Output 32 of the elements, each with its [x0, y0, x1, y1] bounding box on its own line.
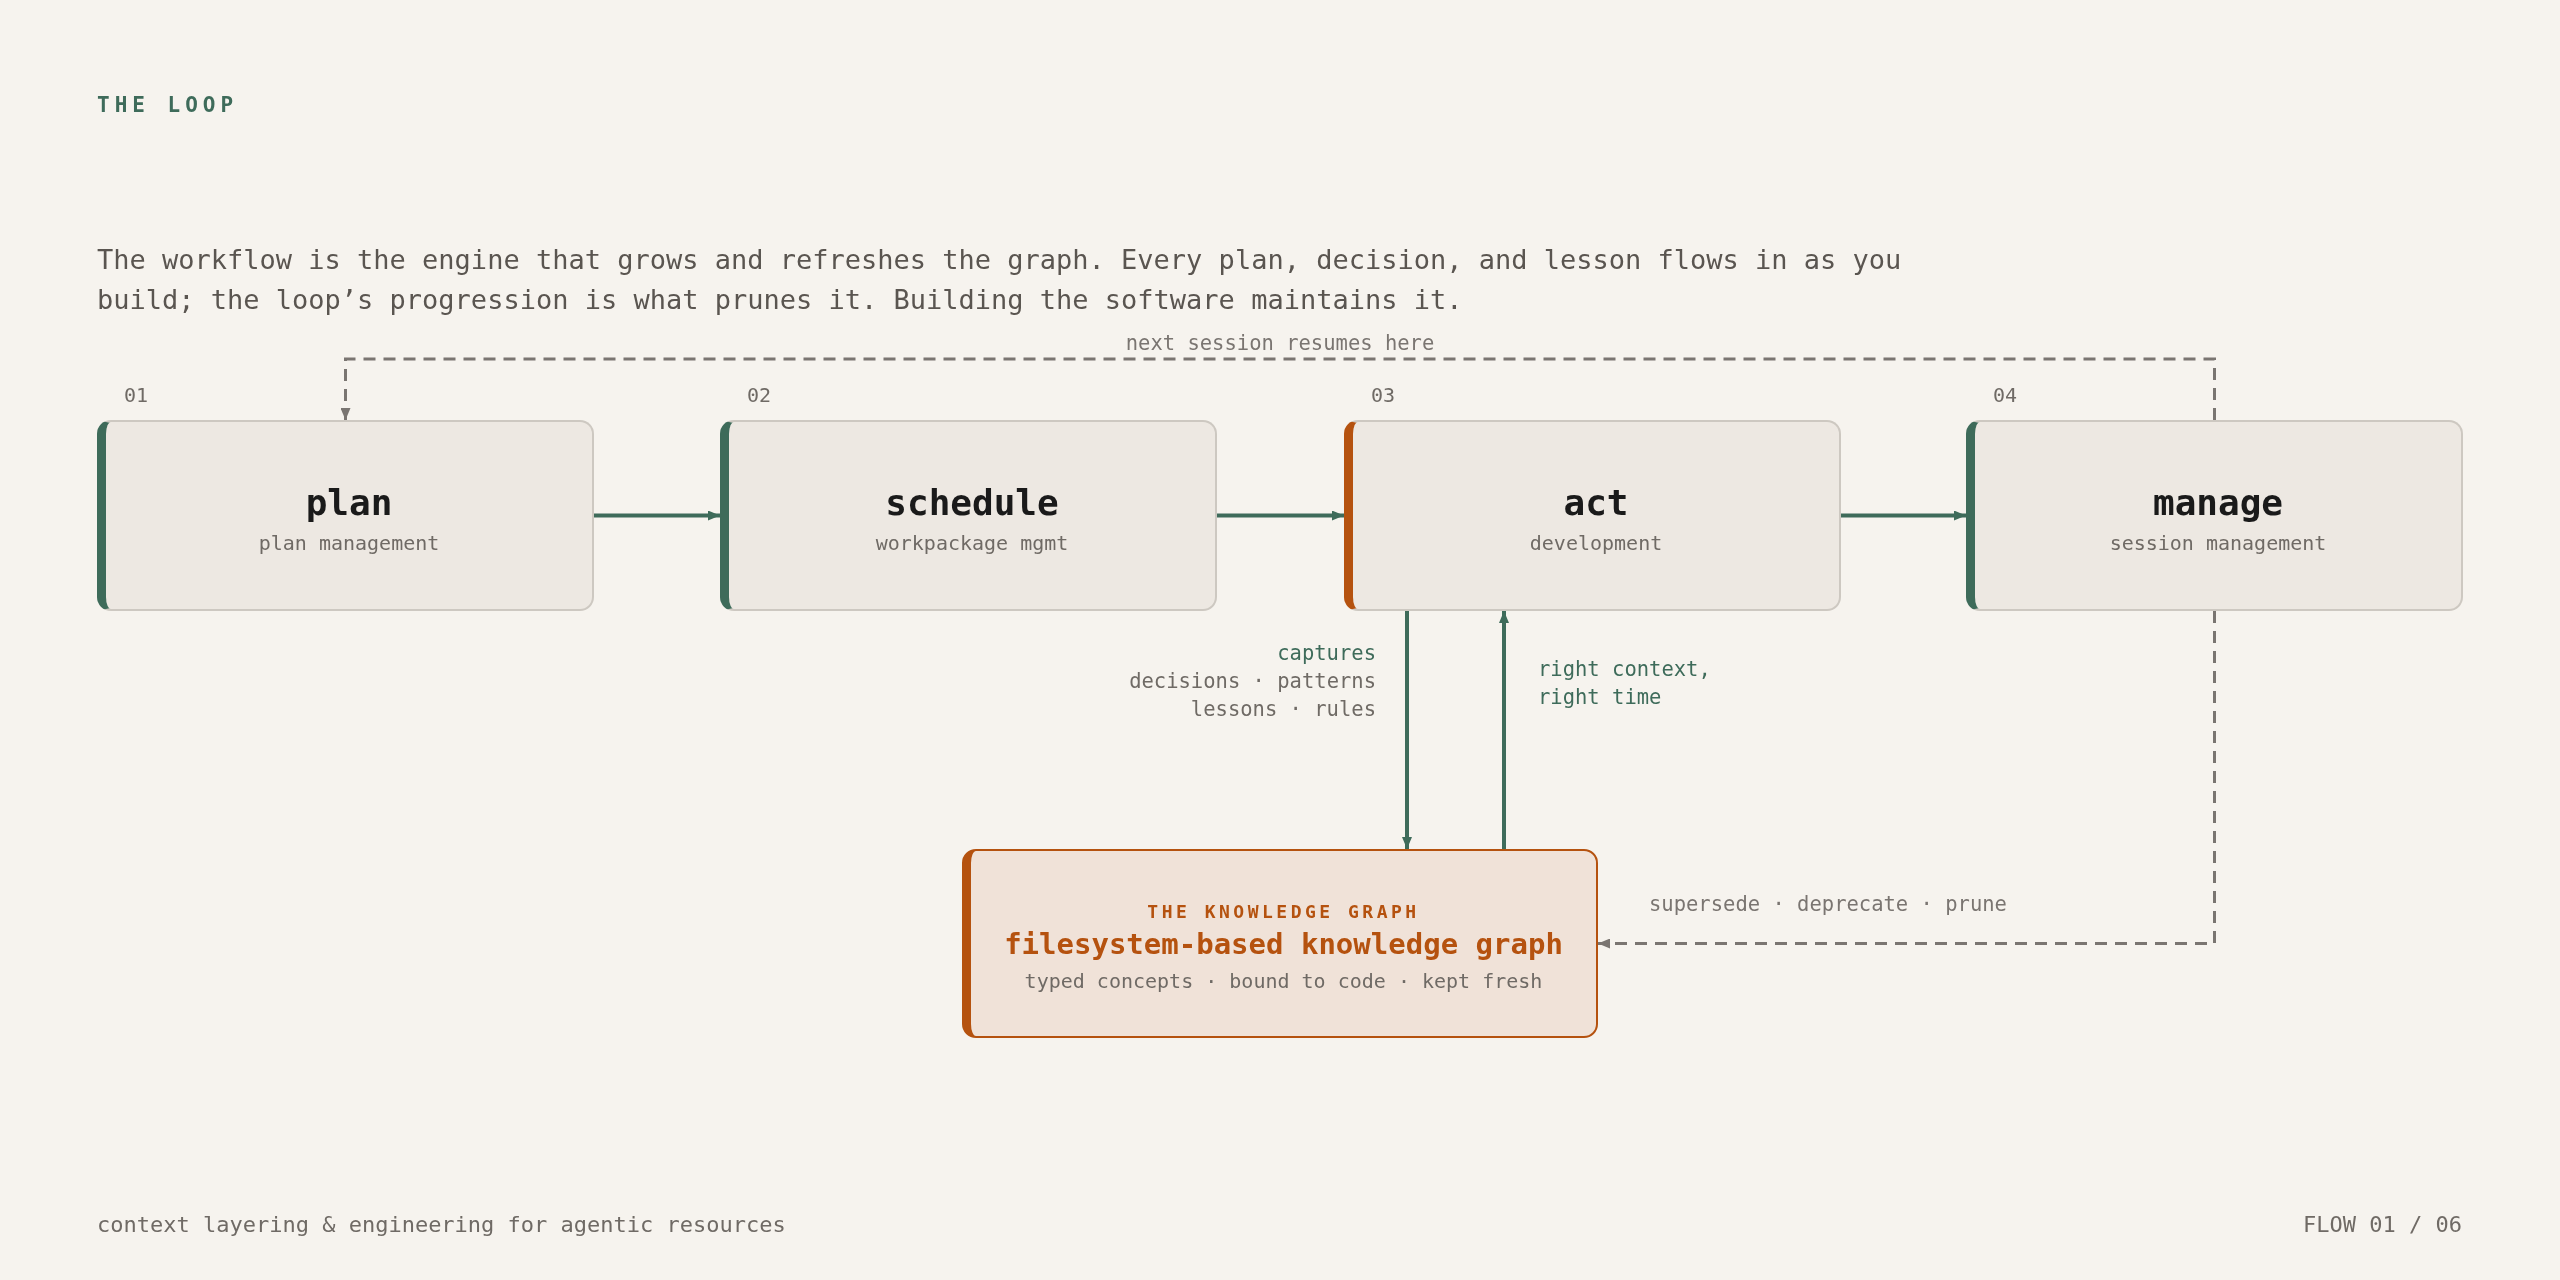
- step-title: plan: [305, 480, 393, 525]
- process-box: [1344, 420, 1841, 611]
- step-number: 04: [1993, 382, 2018, 408]
- step-subtitle: development: [1529, 529, 1663, 557]
- footer-text: context layering & engineering for agentic resources: [97, 1212, 786, 1237]
- step-subtitle: plan management: [258, 529, 440, 557]
- description-text: The workflow is the engine that grows and refreshes the graph. Every plan, decision, and lesson flows in as you build; the loop’s progression is what prunes it. Building the software maintains it.: [97, 243, 1903, 317]
- store-title: filesystem-based knowledge graph: [1004, 925, 1563, 963]
- step-title: manage: [2152, 480, 2283, 525]
- step-number: 03: [1371, 382, 1396, 408]
- step-subtitle: workpackage mgmt: [875, 529, 1069, 557]
- step-title: schedule: [885, 480, 1059, 525]
- arrow: [1499, 611, 1509, 849]
- captured-items-text: decisions · patterns lessons · rules: [1128, 668, 1376, 723]
- step-number: 01: [124, 382, 149, 408]
- arrow: [1841, 510, 1966, 521]
- process-box: [720, 420, 1217, 611]
- arrow: [1217, 510, 1344, 521]
- arrow: [1402, 611, 1412, 849]
- section-eyebrow: THE KNOWLEDGE GRAPH: [1147, 899, 1420, 924]
- process-box: [1966, 420, 2463, 611]
- dashed-arrow: [340, 357, 2216, 420]
- step-number: 02: [747, 382, 772, 408]
- dashed-arrow: [1598, 611, 2216, 949]
- arrow: [594, 510, 720, 521]
- step-title: act: [1563, 480, 1629, 525]
- step-subtitle: session management: [2109, 529, 2327, 557]
- process-box: [97, 420, 594, 611]
- store-subtitle: typed concepts · bound to code · kept fresh: [1024, 967, 1543, 995]
- page-number: FLOW 01 / 06: [2303, 1212, 2462, 1237]
- eyebrow-text: THE LOOP: [97, 93, 239, 117]
- knowledge-store-box: [962, 849, 1598, 1038]
